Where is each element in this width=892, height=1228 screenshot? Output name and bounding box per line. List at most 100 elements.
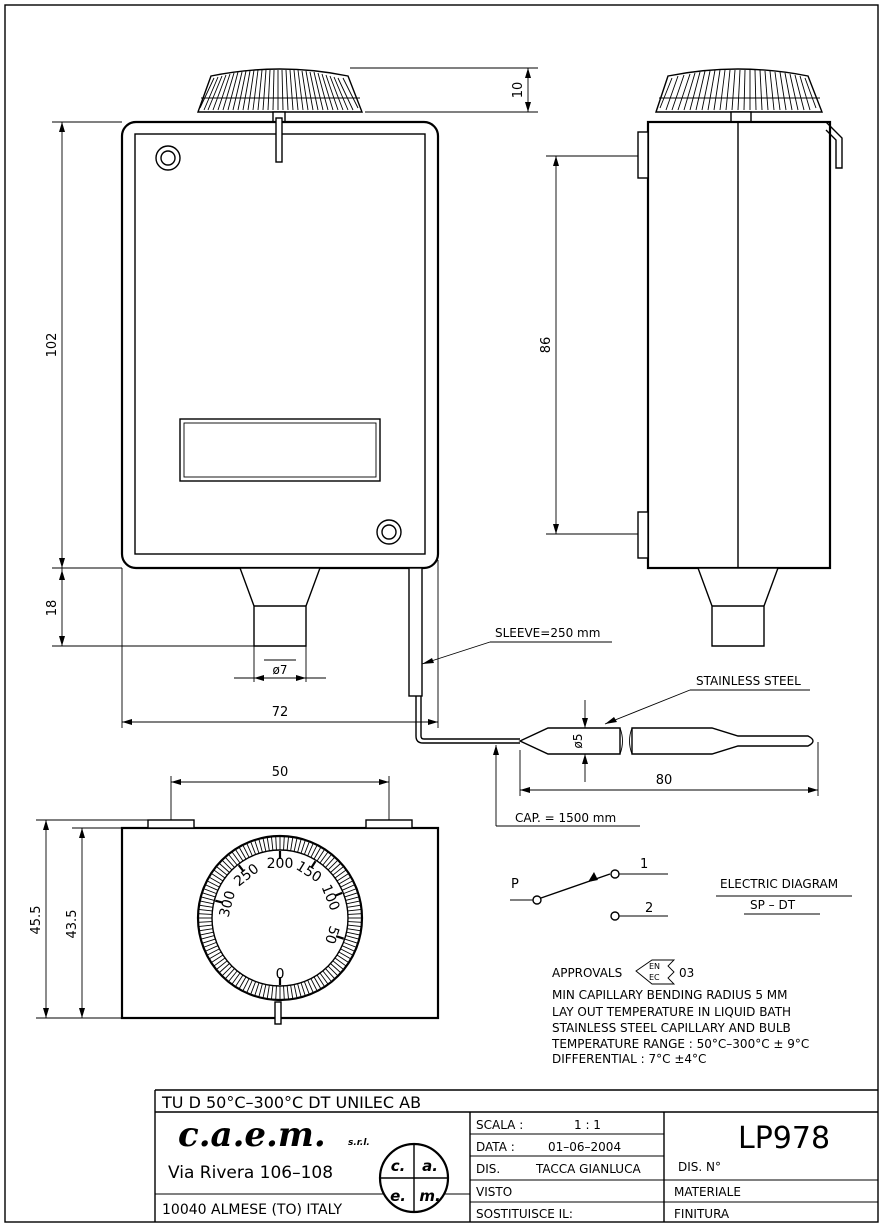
dial-tick bbox=[262, 837, 267, 852]
dial-tick bbox=[199, 900, 214, 905]
dial-tick bbox=[347, 928, 362, 932]
materiale-label: MATERIALE bbox=[674, 1185, 741, 1199]
approval-mark-text-2: EC bbox=[649, 973, 660, 982]
side-view: 86 bbox=[539, 68, 843, 647]
dial-tick bbox=[334, 869, 347, 879]
dial-tick bbox=[330, 963, 342, 974]
dial-tick bbox=[307, 979, 314, 994]
dial-tick bbox=[322, 853, 332, 866]
dial-major-tick bbox=[214, 899, 224, 904]
dial-tick bbox=[290, 836, 294, 851]
scala-label: SCALA : bbox=[476, 1118, 523, 1132]
dial-tick bbox=[200, 896, 215, 901]
dim-body-width: 72 bbox=[272, 705, 289, 720]
dial-tick bbox=[198, 924, 213, 928]
data-value: 01–06–2004 bbox=[548, 1140, 621, 1154]
dial-tick bbox=[300, 839, 306, 854]
dial-tick bbox=[297, 983, 302, 998]
dial-tick bbox=[203, 888, 217, 895]
front-view bbox=[120, 68, 814, 755]
finitura-label: FINITURA bbox=[674, 1207, 730, 1221]
scala-value: 1 : 1 bbox=[574, 1118, 601, 1132]
dial-tick bbox=[303, 841, 310, 855]
dial-tick bbox=[234, 848, 244, 862]
dial-tick bbox=[250, 981, 257, 995]
label-window bbox=[179, 418, 381, 482]
dial-tick bbox=[266, 985, 270, 1000]
dial-tick bbox=[313, 846, 322, 860]
front-body-outer bbox=[120, 120, 440, 570]
dim-neck-diameter: ø7 bbox=[273, 663, 288, 677]
dial-tick bbox=[204, 884, 219, 891]
visto-label: VISTO bbox=[476, 1185, 512, 1199]
dial-tick bbox=[307, 842, 314, 857]
dial-tick bbox=[345, 896, 360, 901]
dial-tick bbox=[340, 948, 354, 956]
dial-tick bbox=[338, 951, 352, 960]
note-line-5: DIFFERENTIAL : 7°C ±4°C bbox=[552, 1052, 706, 1066]
side-body bbox=[646, 120, 832, 570]
company-logo: c. a. e. m. bbox=[378, 1142, 450, 1214]
dial-tick bbox=[286, 836, 290, 851]
dial-tick bbox=[200, 935, 215, 940]
dial-tick bbox=[206, 948, 220, 956]
approval-mark-icon bbox=[635, 959, 676, 985]
dial-tick bbox=[341, 884, 356, 891]
side-knob-knurling bbox=[659, 69, 820, 111]
dial-tick bbox=[231, 851, 241, 864]
dis-value: TACCA GIANLUCA bbox=[535, 1162, 641, 1176]
dial-tick bbox=[334, 957, 347, 967]
dial-tick bbox=[198, 921, 213, 923]
dial-tick bbox=[346, 900, 361, 905]
dial-label: 300 bbox=[217, 889, 239, 919]
capillary bbox=[415, 696, 520, 744]
dial-tick bbox=[344, 892, 359, 898]
dial-tick bbox=[325, 968, 336, 980]
dial-tick bbox=[297, 838, 302, 853]
capillary-label: CAP. = 1500 mm bbox=[515, 811, 616, 825]
side-neck bbox=[696, 567, 780, 647]
dial-tick bbox=[228, 853, 238, 866]
dial-major-tick bbox=[237, 864, 245, 873]
dial-tick bbox=[246, 979, 253, 994]
company-name: c.a.e.m. bbox=[178, 1115, 326, 1155]
dim-neck-height: 18 bbox=[45, 600, 60, 617]
company-address-2: 10040 ALMESE (TO) ITALY bbox=[162, 1202, 343, 1218]
dial-tick bbox=[198, 928, 213, 932]
dial-tick bbox=[330, 862, 342, 873]
dial-tick bbox=[303, 981, 310, 995]
dial-tick bbox=[293, 984, 298, 999]
dis-n-label: DIS. N° bbox=[678, 1160, 721, 1174]
dial-tick bbox=[221, 965, 233, 977]
dial-tick bbox=[338, 876, 352, 885]
dial-tick bbox=[201, 892, 216, 898]
note-line-3: STAINLESS STEEL CAPILLARY AND BULB bbox=[552, 1021, 791, 1035]
dial-tick bbox=[242, 844, 250, 858]
dial-tick bbox=[215, 960, 228, 970]
dial-tick bbox=[198, 904, 213, 908]
dial-tick bbox=[228, 970, 238, 983]
note-line-1: MIN CAPILLARY BENDING RADIUS 5 MM bbox=[552, 988, 788, 1002]
dial-tick bbox=[208, 876, 222, 885]
dial-tick bbox=[322, 970, 332, 983]
dim-knob-height: 10 bbox=[511, 82, 526, 99]
company-address-1: Via Rivera 106–108 bbox=[168, 1163, 333, 1183]
drawing-number: LP978 bbox=[738, 1121, 830, 1156]
dial-tick bbox=[346, 931, 361, 936]
dial-tick bbox=[258, 838, 263, 853]
dial-tick bbox=[198, 908, 213, 912]
dial-tick bbox=[231, 972, 241, 985]
dial-tick bbox=[343, 888, 357, 895]
dial-tick bbox=[327, 965, 339, 977]
terminal-1: 1 bbox=[640, 857, 648, 872]
dial-tick bbox=[332, 866, 345, 876]
dial-tick bbox=[208, 951, 222, 960]
dial-tick bbox=[316, 848, 326, 862]
dial-major-tick bbox=[310, 860, 317, 869]
logo-a: a. bbox=[422, 1157, 438, 1175]
dial-tick bbox=[203, 941, 217, 948]
dial-tick bbox=[316, 974, 326, 988]
dial-tick bbox=[343, 941, 357, 948]
